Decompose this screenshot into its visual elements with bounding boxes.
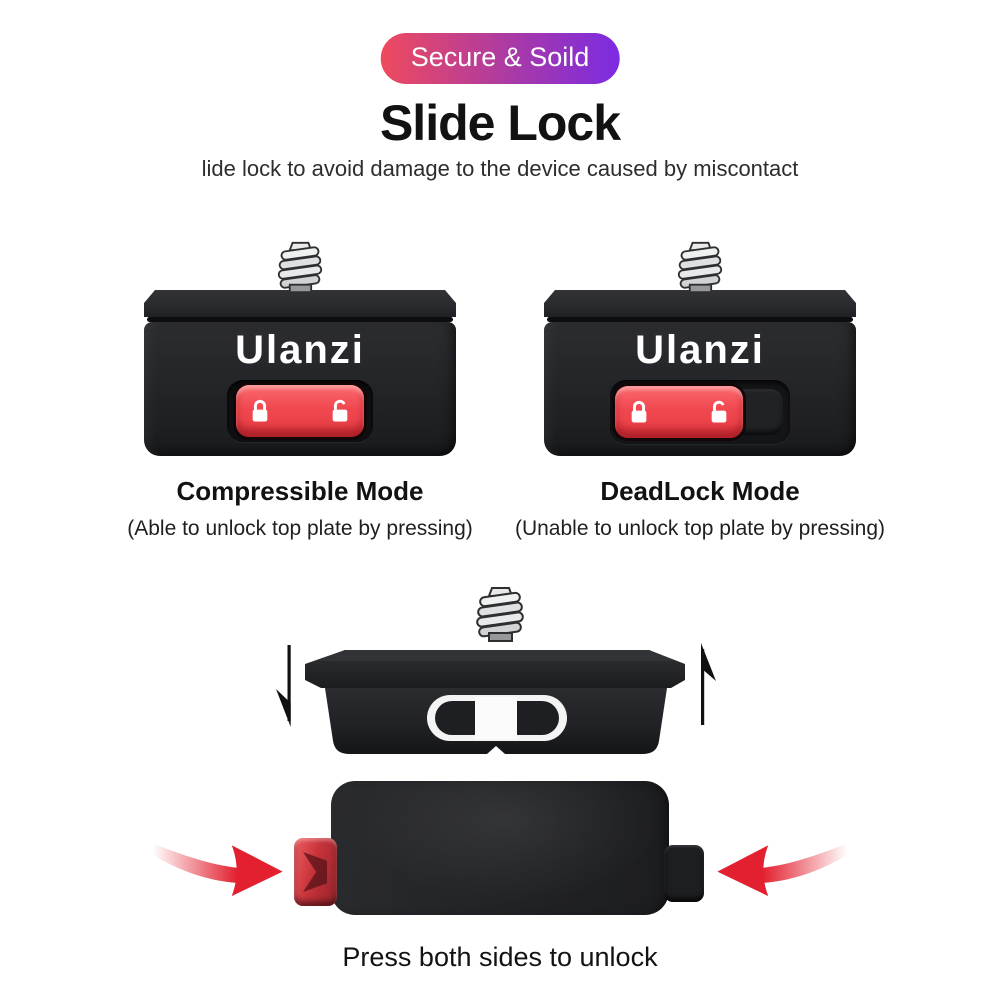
latch-gap — [475, 697, 517, 739]
slide-lock-button — [615, 386, 743, 438]
plate-base-block — [294, 781, 704, 915]
lock-closed-icon — [252, 399, 268, 422]
compressible-mode-caption-block: Compressible Mode (Able to unlock top pl… — [100, 476, 500, 541]
lock-open-icon — [332, 399, 348, 422]
plate-top-lid — [144, 290, 456, 317]
black-release-tab — [664, 845, 704, 902]
brand-logo: Ulanzi — [235, 328, 365, 372]
press-arrow-icon — [152, 843, 283, 897]
lock-open-icon — [711, 400, 727, 423]
mode-title: Compressible Mode — [176, 476, 424, 506]
compressible-mode-figure: Ulanzi — [100, 240, 500, 541]
mode-description: (Able to unlock top plate by pressing) — [127, 517, 473, 540]
quick-release-plate-front: Ulanzi — [544, 290, 856, 456]
mode-description: (Unable to unlock top plate by pressing) — [514, 517, 886, 540]
plate-body: Ulanzi — [144, 322, 456, 456]
secure-solid-badge: Secure & Soild — [380, 33, 620, 84]
red-release-tab — [294, 838, 337, 906]
up-harpoon-arrow-icon — [701, 643, 716, 725]
brand-logo: Ulanzi — [635, 328, 765, 372]
deadlock-mode-figure: Ulanzi — [500, 240, 900, 541]
screw-icon — [277, 241, 323, 294]
slide-lock-button — [236, 385, 364, 437]
deadlock-mode-caption-block: DeadLock Mode (Unable to unlock top plat… — [500, 476, 900, 541]
lock-button-recess — [610, 380, 790, 444]
press-instruction: Press both sides to unlock — [342, 942, 658, 972]
plate-groove — [147, 317, 453, 322]
mode-comparison-row: Ulanzi — [100, 240, 900, 541]
plate-top-lid — [544, 290, 856, 317]
screw-icon — [677, 241, 723, 294]
page-subtitle: lide lock to avoid damage to the device … — [201, 156, 799, 181]
plate-groove — [547, 317, 853, 322]
screw-icon — [475, 587, 525, 642]
plate-body: Ulanzi — [544, 322, 856, 456]
lock-button-recess — [227, 380, 373, 442]
press-arrow-icon — [717, 843, 848, 897]
exploded-top-plate-view — [276, 587, 716, 754]
quick-release-plate-front: Ulanzi — [144, 290, 456, 456]
page-title: Slide Lock — [379, 95, 621, 151]
mode-title: DeadLock Mode — [600, 476, 800, 506]
bottom-notch — [487, 746, 505, 754]
lock-closed-icon — [631, 400, 647, 423]
down-harpoon-arrow-icon — [276, 645, 291, 727]
